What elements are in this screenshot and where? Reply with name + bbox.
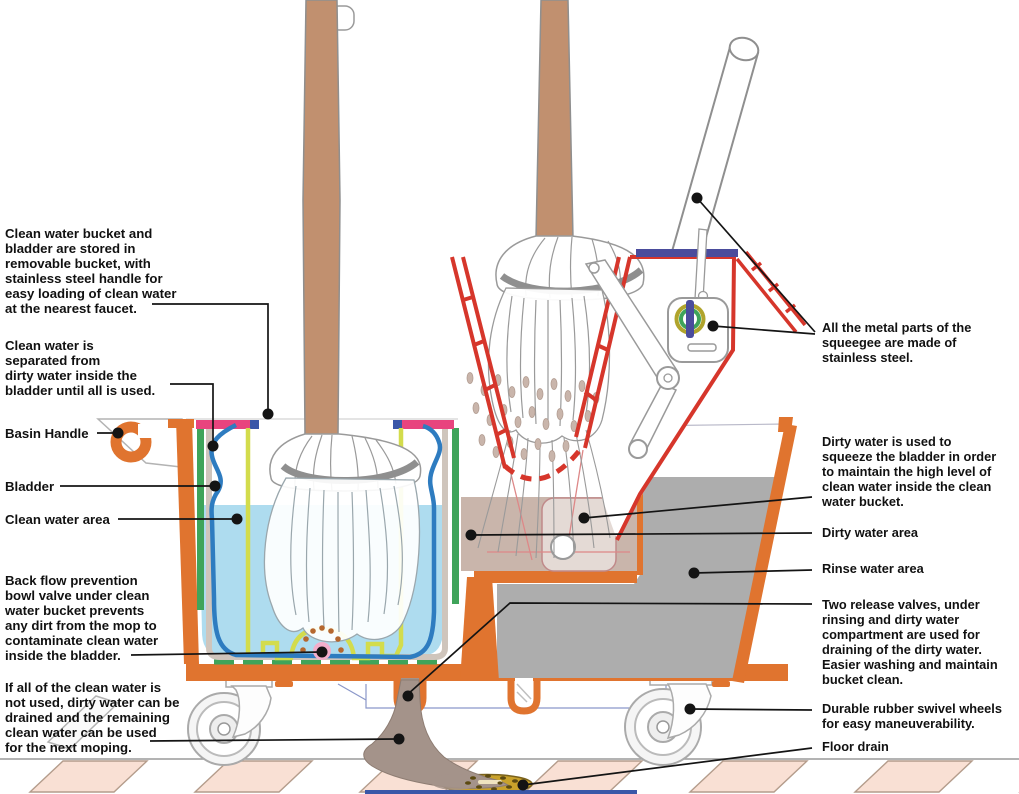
leader-release-valves — [407, 602, 813, 695]
leader-lines — [60, 197, 816, 786]
leader-reuse — [149, 738, 400, 742]
label-dirty-water-area: Dirty water area — [822, 525, 919, 540]
leader-dirty-squeeze — [583, 496, 813, 519]
leader-separation — [170, 383, 214, 446]
label-reuse: If all of the clean water is not used, d… — [5, 680, 180, 755]
leader-metal-parts-mech — [712, 325, 816, 335]
label-wheels: Durable rubber swivel wheels for easy ma… — [822, 701, 1002, 731]
wringer-mechanism — [584, 228, 729, 459]
label-floor-drain: Floor drain — [822, 739, 889, 754]
label-clean-water-area: Clean water area — [5, 512, 110, 527]
label-release-valves: Two release valves, under rinsing and di… — [822, 597, 998, 687]
frame-support-bar — [46, 695, 120, 750]
leader-backflow — [130, 651, 323, 656]
rinse-water-fill — [497, 477, 784, 678]
label-backflow: Back flow prevention bowl valve under cl… — [5, 573, 159, 663]
wringer-squeegee — [450, 0, 807, 559]
caster-wheel-right — [624, 675, 713, 766]
leader-metal-parts-handle — [696, 197, 816, 333]
dirty-water-stream — [363, 679, 510, 789]
leader-dirty-area — [470, 532, 813, 536]
press-lever — [735, 250, 807, 334]
squeegee-handle — [669, 36, 760, 256]
wringer-mop-handle — [535, 0, 574, 239]
bottom-edge-strip — [365, 790, 637, 794]
caster-wheel-left — [187, 677, 273, 766]
label-separation: Clean water is separated from dirty wate… — [5, 338, 156, 398]
leader-rinse-area — [693, 569, 813, 574]
stainless-bar — [636, 249, 738, 257]
leader-wheels — [689, 708, 813, 711]
label-dirty-squeeze: Dirty water is used to squeeze the bladd… — [822, 434, 997, 509]
label-rinse-water-area: Rinse water area — [822, 561, 924, 576]
leader-bucket-storage — [152, 303, 269, 414]
label-bucket-storage: Clean water bucket and bladder are store… — [5, 226, 177, 316]
label-bladder: Bladder — [5, 479, 55, 494]
floor-tiles — [28, 760, 1019, 793]
clean-bucket-mop — [263, 0, 422, 643]
clean-water-bucket — [96, 0, 459, 665]
release-valve-right — [507, 676, 541, 715]
leader-floor-drain — [522, 747, 813, 786]
floor-drain-holes — [431, 774, 524, 791]
leader-dots — [112, 192, 719, 791]
wringer-mop-body — [477, 287, 611, 559]
floor — [0, 758, 1019, 793]
basin-handle-graphic — [110, 421, 152, 463]
label-basin-handle: Basin Handle — [5, 426, 89, 441]
label-metal-parts: All the metal parts of the squeegee are … — [822, 320, 972, 365]
bladder-graphic — [209, 422, 443, 660]
rinse-bucket — [460, 417, 797, 683]
